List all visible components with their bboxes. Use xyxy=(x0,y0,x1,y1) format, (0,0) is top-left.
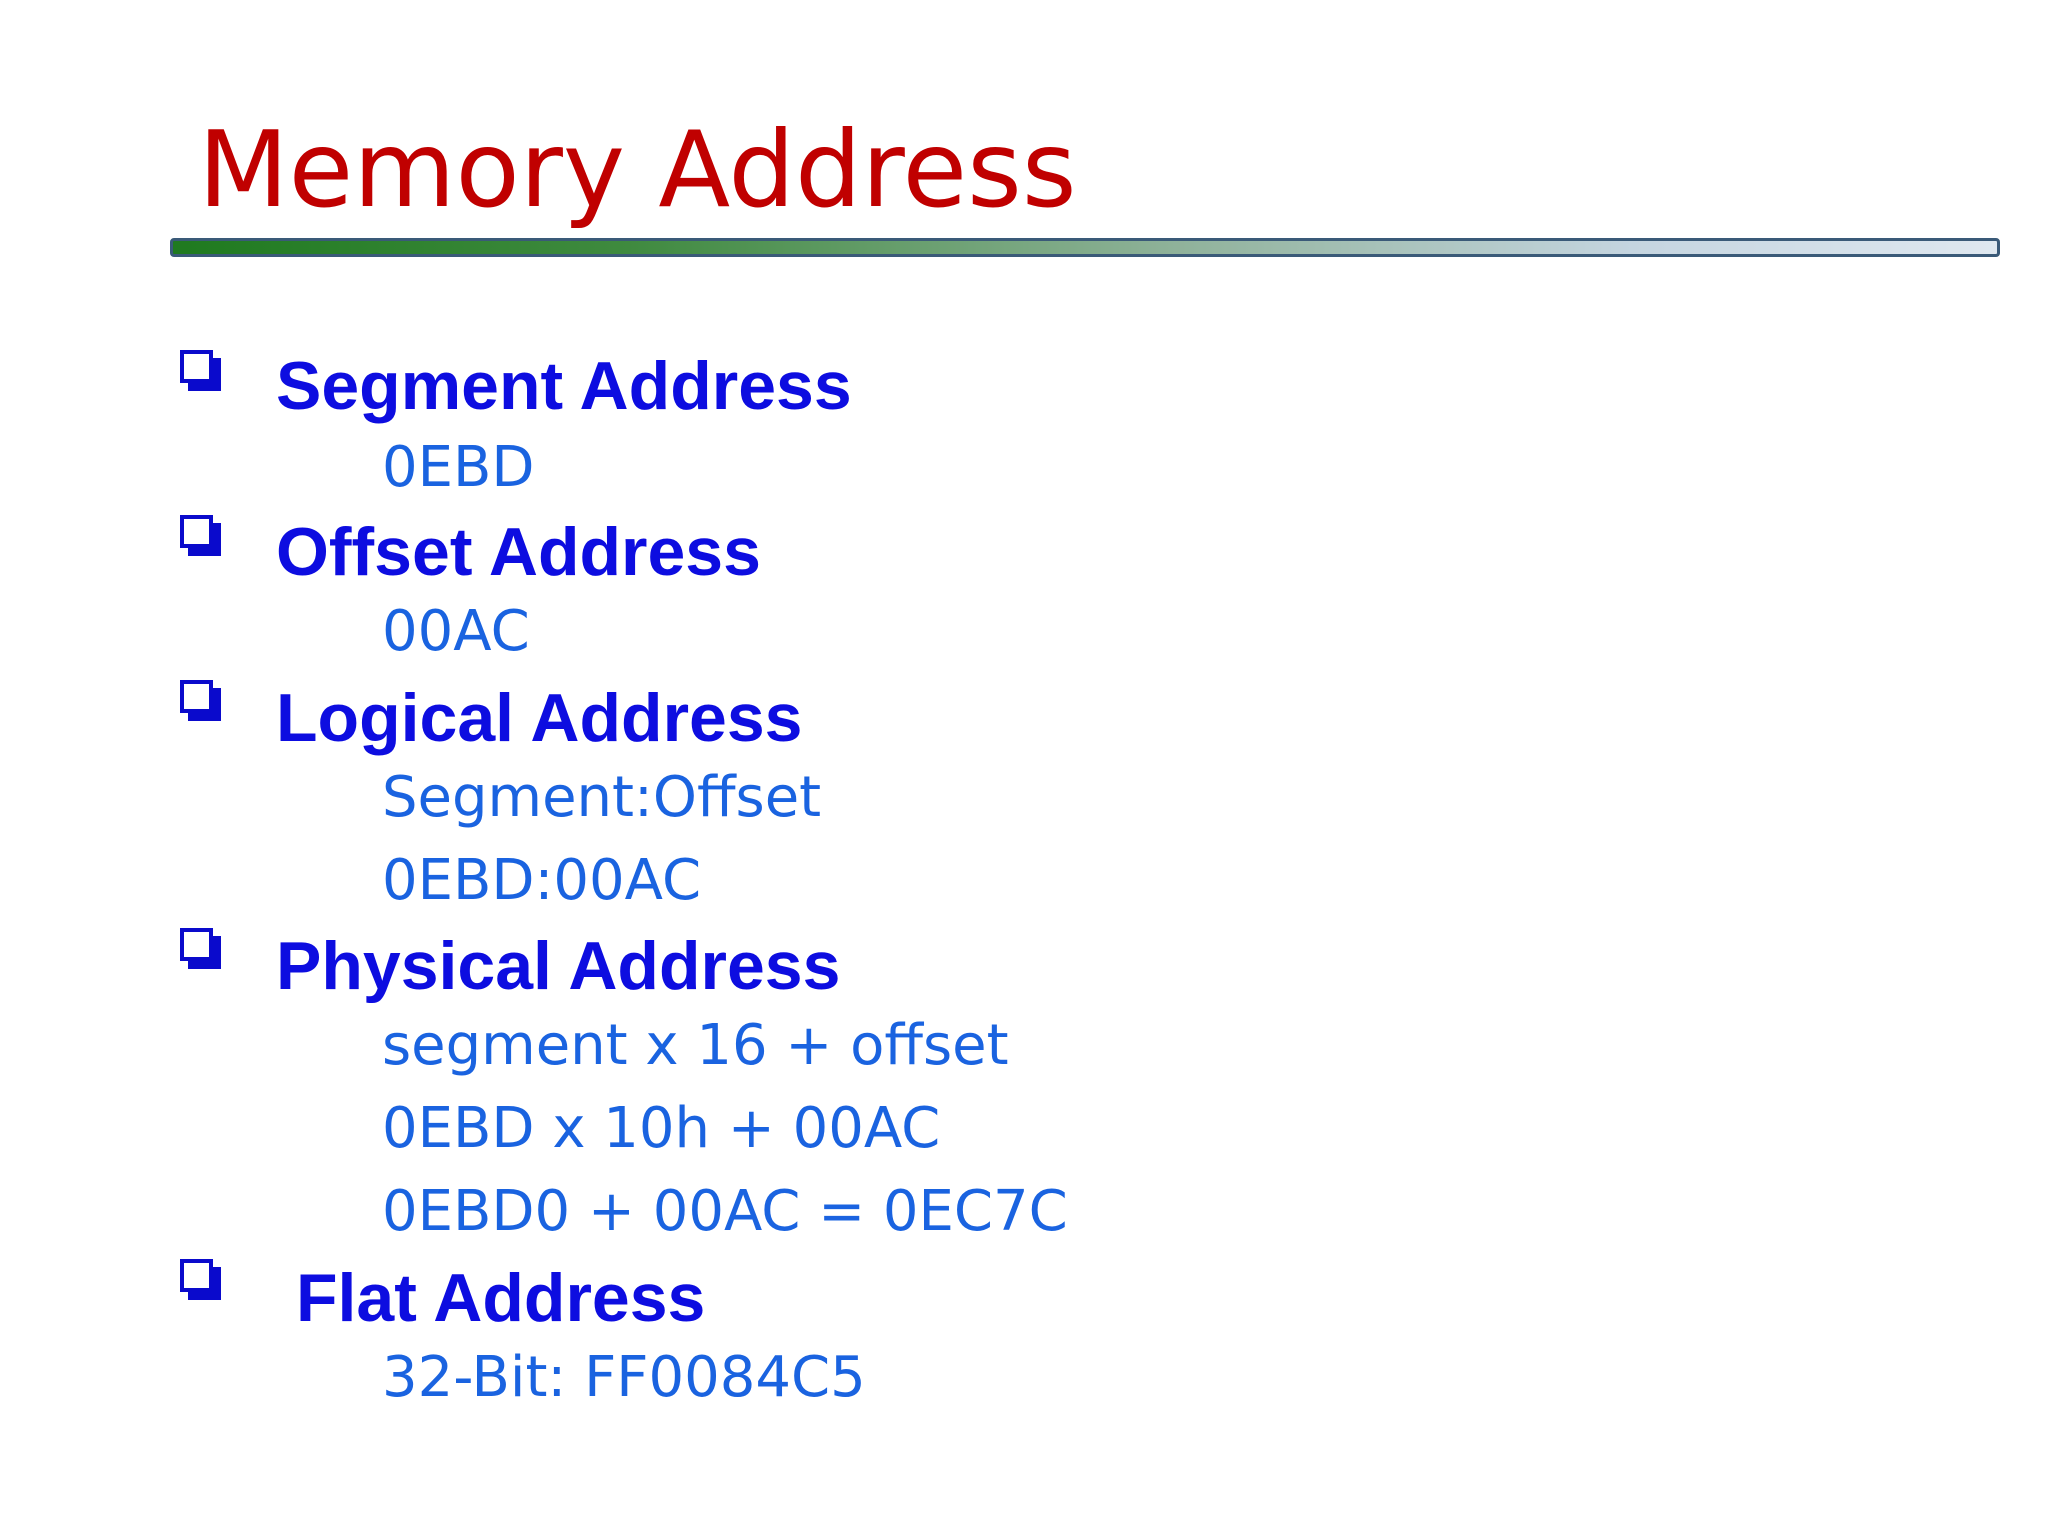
section-heading: Logical Address xyxy=(276,680,803,756)
section-heading: Flat Address xyxy=(296,1260,706,1336)
section-line: 0EBD xyxy=(382,435,535,500)
section-line: 00AC xyxy=(382,599,530,664)
title-divider xyxy=(170,238,2000,257)
section-line: 32-Bit: FF0084C5 xyxy=(382,1345,866,1410)
slide-title: Memory Address xyxy=(198,109,1077,231)
square-bullet-icon xyxy=(180,350,224,394)
section-line: Segment:Offset xyxy=(382,765,822,830)
square-bullet-icon xyxy=(180,1259,224,1303)
section-heading: Physical Address xyxy=(276,928,841,1004)
section-line: segment x 16 + offset xyxy=(382,1013,1009,1078)
square-bullet-icon xyxy=(180,928,224,972)
square-bullet-icon xyxy=(180,680,224,724)
section-heading: Offset Address xyxy=(276,514,761,590)
section-heading: Segment Address xyxy=(276,348,852,424)
section-line: 0EBD0 + 00AC = 0EC7C xyxy=(382,1179,1068,1244)
square-bullet-icon xyxy=(180,515,224,559)
section-line: 0EBD:00AC xyxy=(382,848,702,913)
section-line: 0EBD x 10h + 00AC xyxy=(382,1096,941,1161)
